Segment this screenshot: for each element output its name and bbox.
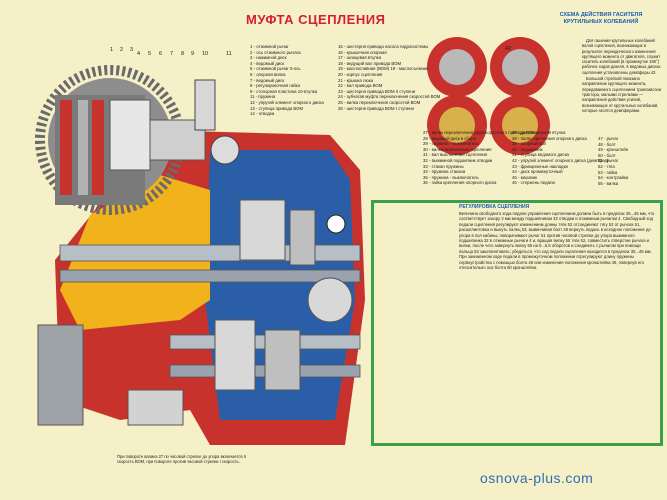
legend-item: 3 - нажимной диск <box>250 55 287 61</box>
legend-item: 6 - опорная вилка <box>250 71 286 77</box>
legend-item: 37 - дистанционная втулка <box>512 130 566 135</box>
legend-col-5: 47 - рычаг 48 - болт 49 - кронштейн 50 -… <box>598 136 628 186</box>
legend-item: 18 - ведущий вал привода ВОМ <box>338 60 402 66</box>
legend-item: 11 - пружина <box>250 94 276 100</box>
legend-item: 20 - корпус сцепления <box>338 71 383 77</box>
legend-item: 35 - пружина - выключатель <box>423 174 479 180</box>
legend-item: 44 - диск промежуточный <box>512 169 563 175</box>
legend-col-1: 1 - отжимной рычаг 2 - ось отжимного рыч… <box>250 44 324 117</box>
legend-item: 46 - стержень педали <box>512 180 555 186</box>
legend-item: 25 - вилка переключения скоростей ВОМ <box>338 99 421 105</box>
legend-item: 31 - вал выключения сцепления <box>423 152 488 158</box>
legend-item: 22 - вал привода ВОМ <box>338 83 383 89</box>
legend-item: 42 - упругий элемент опорного диска (дем… <box>512 157 609 163</box>
callout-number: 8 <box>181 51 185 57</box>
damper-text-1: Для гашения крутильных колебаний валов с… <box>582 38 661 75</box>
damper-title: СХЕМА ДЕЙСТВИЯ ГАСИТЕЛЯ КРУТИЛЬНЫХ КОЛЕБ… <box>559 12 643 25</box>
legend-item: 19 - маслосливная (ВОМ) 19 - маслосъемни… <box>338 66 429 72</box>
legend-item: 53 - гайка <box>598 169 618 175</box>
callout-number: 11 <box>226 51 232 57</box>
legend-item: 26 - шестерня привода ВОМ I ступени <box>338 105 414 111</box>
site-watermark: osnova-plus.com <box>480 470 594 486</box>
legend-item: 54 - контргайка <box>598 175 629 181</box>
release-fork-cutaway <box>37 324 84 426</box>
part-19-marker <box>326 214 346 234</box>
legend-item: 8 - регулировочная гайка <box>250 83 300 89</box>
legend-item: 50 - болт <box>598 152 616 158</box>
legend-item: 49 - кронштейн <box>598 147 629 153</box>
callout-number: 3 <box>130 47 134 53</box>
pto-shift-detail <box>127 389 184 426</box>
legend-item: 14 - отводка <box>250 111 275 117</box>
legend-item: 32 - выжимной подшипник отводки <box>423 157 493 163</box>
legend-item: 12 - упругий элемент опорного диска <box>250 99 324 105</box>
legend-item: 55 - вилка <box>598 180 619 186</box>
legend-item: 40 - подшипник <box>512 146 543 152</box>
regulation-text: Величина свободного хода педали управлен… <box>459 211 655 271</box>
legend-item: 36 - гайка крепления опорного диска <box>423 180 497 186</box>
legend-item: 34 - пружина стакана <box>423 169 466 175</box>
legend-col-2: 15 - шестерня привода насоса гидросистем… <box>338 44 440 111</box>
legend-item: 52 - тяга <box>598 163 615 169</box>
pressure-levers <box>109 79 240 171</box>
legend-item: 1 - отжимной рычаг <box>250 44 289 49</box>
callout-number: 5 <box>148 51 152 57</box>
legend-item: 24 - зубчатая муфта переключения скорост… <box>338 94 441 100</box>
legend-item: 33 - стакан пружины <box>423 163 464 169</box>
legend-item: 13 - ступица привода ВОМ <box>250 105 304 111</box>
regulation-panel <box>371 200 663 446</box>
legend-item: 43 - фрикционные накладки <box>512 163 568 169</box>
callout-number: 9 <box>191 51 195 57</box>
legend-item: 47 - рычаг <box>598 136 619 141</box>
pto-shift-note: При повороте валика 27 по часовой стрелк… <box>117 454 247 465</box>
legend-item: 28 - ведомый диск в сборе <box>423 135 477 141</box>
callout-number: 2 <box>120 47 124 53</box>
callout-number: 4 <box>137 51 141 57</box>
legend-item: 17 - шлицевая втулка <box>338 55 382 61</box>
regulation-title: РЕГУЛИРОВКА СЦЕПЛЕНИЯ <box>459 204 530 210</box>
legend-item: 5 - отжимной рычаг 5-ось <box>250 66 301 72</box>
legend-item: 29 - пружина - выключатель <box>423 141 479 147</box>
callout-number: 6 <box>159 51 163 57</box>
damper-label: 42 <box>505 46 512 52</box>
legend-item: 21 - крышка люка <box>338 77 374 83</box>
page-title: МУФТА СЦЕПЛЕНИЯ <box>246 12 386 27</box>
legend-item: 2 - ось отжимного рычага <box>250 49 301 55</box>
legend-col-4: 37 - дистанционная втулка 38 - палец кре… <box>512 130 608 186</box>
callout-number: 10 <box>202 51 209 57</box>
legend-item: 16 - крышечная опорная <box>338 49 387 55</box>
legend-item: 38 - палец крепления опорного диска <box>512 135 587 141</box>
legend-item: 48 - болт <box>598 141 616 147</box>
legend-item: 39 - опорный вал <box>512 141 547 147</box>
legend-item: 7 - ведомый диск <box>250 77 285 83</box>
gears <box>214 199 353 391</box>
legend-item: 23 - шестерня привода ВОМ II ступени <box>338 88 416 94</box>
legend-item: 41 - ступица ведомого диска <box>512 152 569 158</box>
legend-col-3: 27 - валик переключения двухскоростного … <box>423 130 536 186</box>
damper-description: Для гашения крутильных колебаний валов с… <box>582 38 662 114</box>
legend-item: 9 - стопорная пластина 10-втулка <box>250 88 318 94</box>
damper-text-2: Большой стрелкой показано направление кр… <box>582 76 661 113</box>
legend-item: 45 - маховик <box>512 174 537 180</box>
legend-item: 51 - рычаг <box>598 158 619 164</box>
callout-number: 7 <box>170 51 174 57</box>
damper-discs <box>427 37 550 155</box>
legend-item: 4 - ведомый диск <box>250 60 285 66</box>
legend-item: 15 - шестерня привода насоса гидросистем… <box>338 44 429 49</box>
legend-item: 27 - валик переключения двухскоростного … <box>423 130 536 135</box>
callout-number: 1 <box>110 47 114 53</box>
legend-item: 30 - вилка выключения сцепления <box>423 146 492 152</box>
